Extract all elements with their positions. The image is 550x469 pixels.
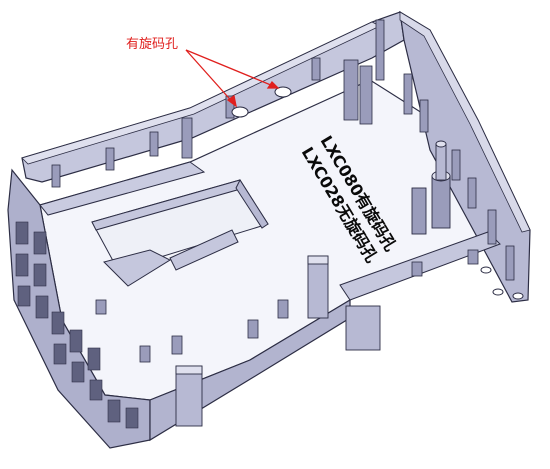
right-wall-top	[399, 11, 531, 233]
inner-frame	[91, 178, 269, 287]
mounting-feet	[480, 266, 524, 300]
inner-ledge	[39, 161, 206, 216]
screw-holes	[231, 86, 292, 118]
lattice-openings	[15, 221, 139, 429]
back-wall-ribs	[51, 19, 385, 188]
standoff-boss	[411, 140, 451, 235]
right-wall-ribs	[403, 73, 515, 281]
annotation-arrows	[185, 49, 280, 108]
annotation-label: 有旋码孔	[126, 37, 179, 52]
front-post	[307, 255, 329, 319]
front-clip	[175, 305, 381, 427]
floor-standoffs	[95, 249, 479, 363]
